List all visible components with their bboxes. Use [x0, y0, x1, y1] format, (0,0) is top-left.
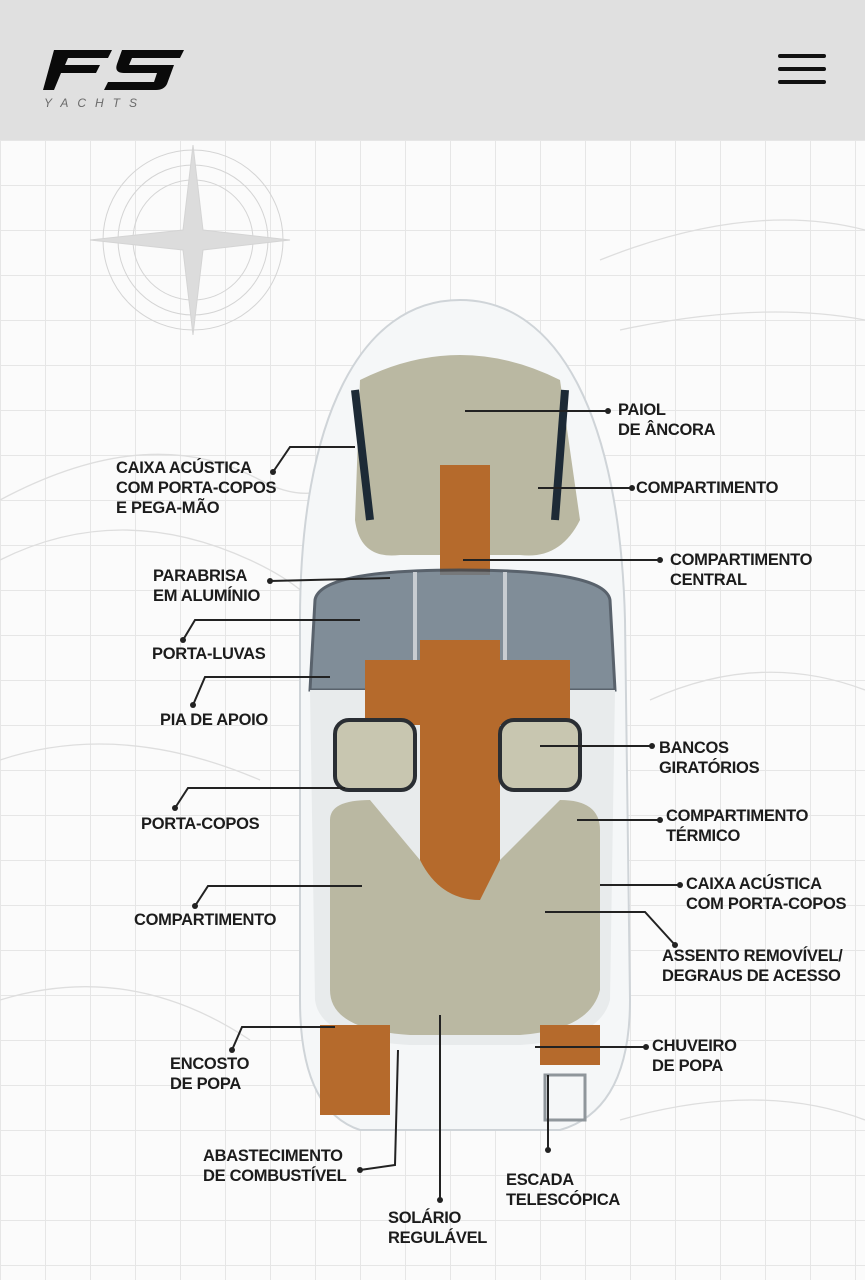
hamburger-menu-button[interactable] [778, 54, 826, 88]
boat-illustration [0, 144, 865, 1203]
compass-rose-icon [89, 144, 291, 336]
label-compartimento-proa: COMPARTIMENTO [636, 479, 779, 497]
label-porta-luvas: PORTA-LUVAS [152, 645, 266, 663]
fs-yachts-logo[interactable] [40, 44, 190, 114]
label-pia-de-apoio: PIA DE APOIO [160, 711, 268, 729]
label-porta-copos: PORTA-COPOS [141, 815, 260, 833]
site-header: YACHTS [0, 0, 865, 140]
logo-subtext: YACHTS [44, 96, 147, 110]
label-assento-removivel: ASSENTO REMOVÍVEL/DEGRAUS DE ACESSO [662, 947, 843, 985]
label-compartimento-popa: COMPARTIMENTO [134, 911, 277, 929]
